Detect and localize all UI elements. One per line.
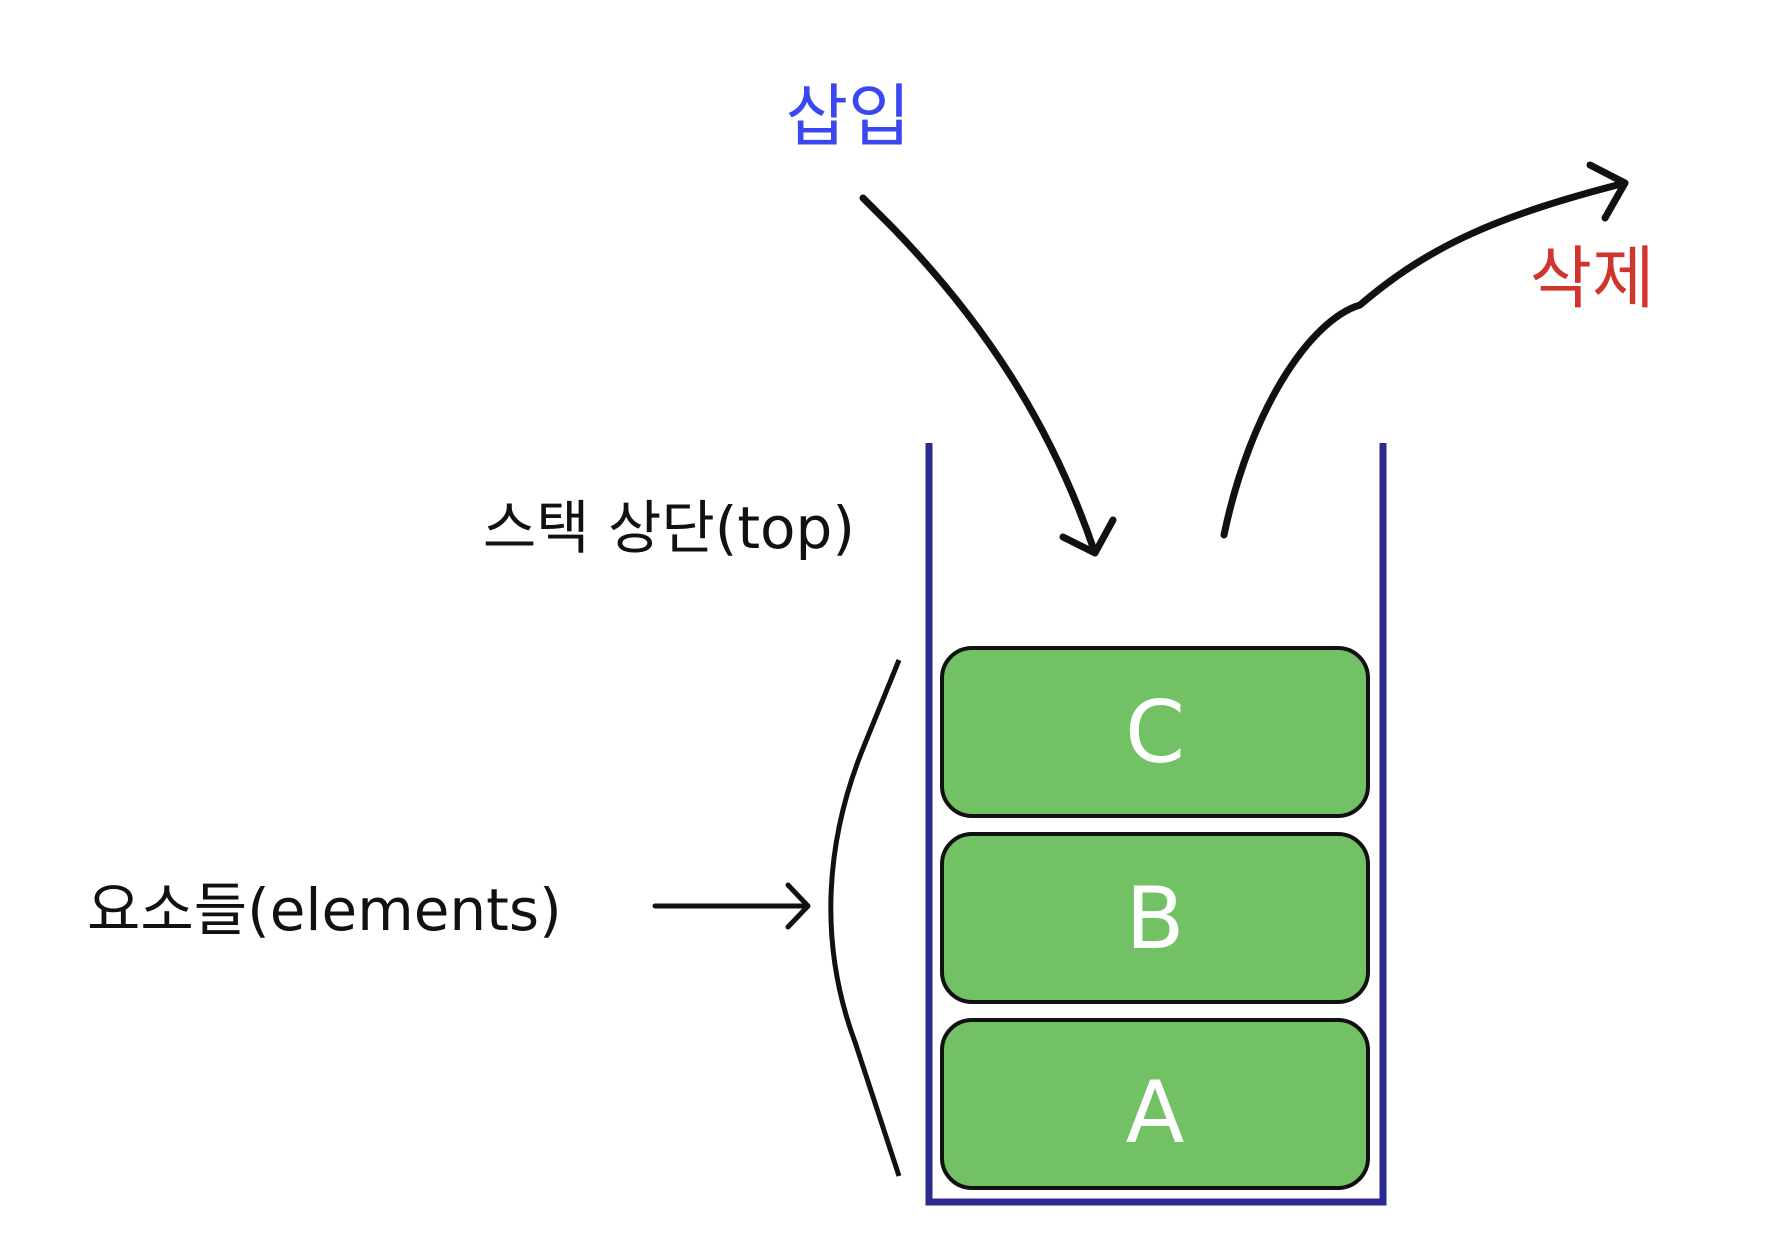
elements-label: 요소들(elements)	[87, 876, 562, 944]
delete-label: 삭제	[1529, 240, 1654, 319]
stack-element-a: A	[940, 1018, 1370, 1190]
stack-container	[925, 443, 1387, 1206]
stack-element-c: C	[940, 646, 1370, 818]
insert-arrow	[859, 194, 1117, 557]
stack-element-label: C	[1125, 683, 1185, 783]
stack-element-b: B	[940, 832, 1370, 1004]
stack-element-label: A	[1126, 1063, 1185, 1163]
insert-label: 삽입	[785, 78, 910, 157]
delete-arrow	[1220, 161, 1629, 539]
elements-arrow	[652, 882, 811, 930]
stack-top-label: 스택 상단(top)	[483, 494, 855, 562]
elements-brace	[828, 659, 902, 1177]
stack-element-label: B	[1126, 869, 1185, 969]
